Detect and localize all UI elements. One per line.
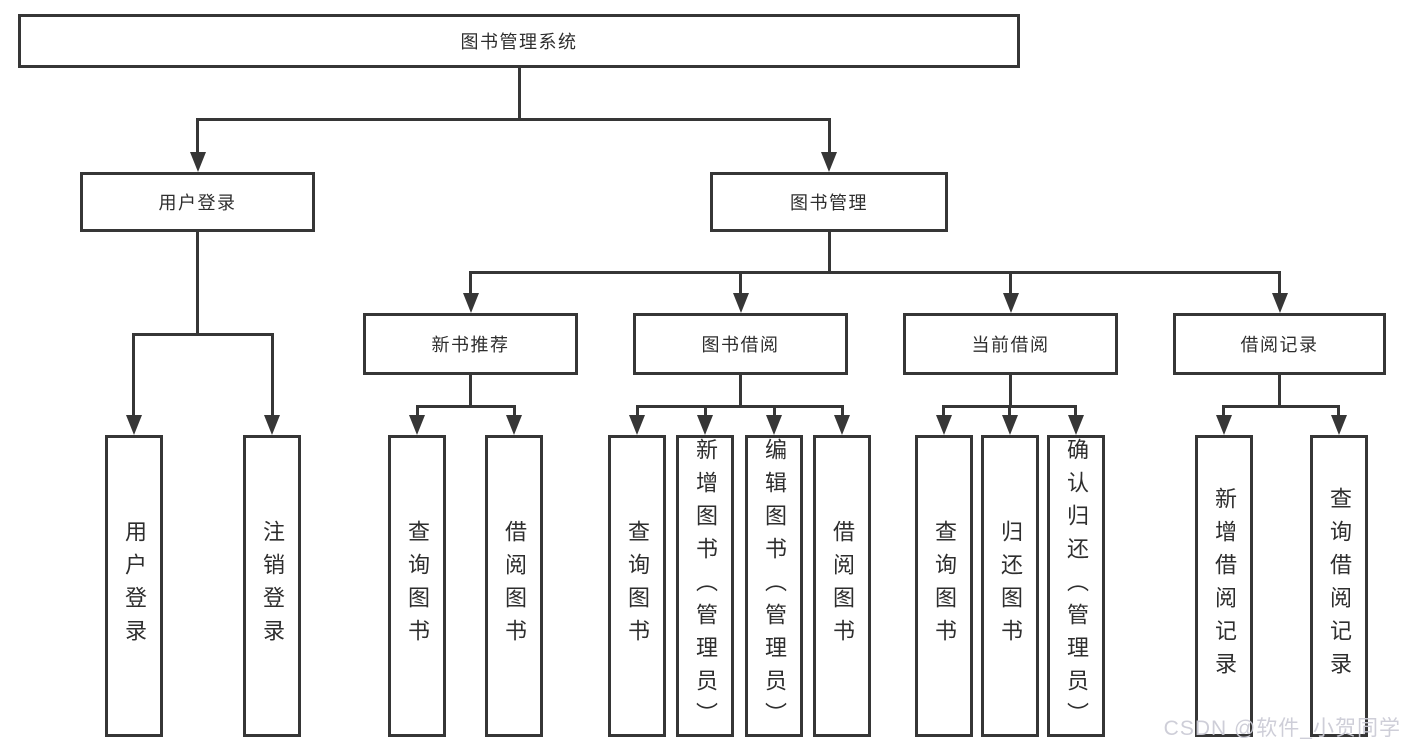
leaf-query-books-current-label: 查询图书 xyxy=(932,520,957,652)
connector-line xyxy=(1008,405,1011,418)
node-user-login: 用户登录 xyxy=(80,172,315,232)
leaf-edit-books-admin: 编辑图书（管理员） xyxy=(745,435,803,737)
connector-line xyxy=(636,405,844,408)
arrowhead-down-icon xyxy=(1003,293,1019,313)
arrowhead-down-icon xyxy=(1002,415,1018,435)
leaf-query-books-current: 查询图书 xyxy=(915,435,973,737)
arrowhead-down-icon xyxy=(821,152,837,172)
leaf-query-books-recommend: 查询图书 xyxy=(388,435,446,737)
leaf-borrow-books-recommend: 借阅图书 xyxy=(485,435,543,737)
connector-line xyxy=(1337,405,1340,418)
arrowhead-down-icon xyxy=(506,415,522,435)
node-book-management: 图书管理 xyxy=(710,172,948,232)
connector-line xyxy=(416,405,516,408)
node-borrow-records: 借阅记录 xyxy=(1173,313,1386,375)
arrowhead-down-icon xyxy=(1272,293,1288,313)
arrowhead-down-icon xyxy=(733,293,749,313)
leaf-add-books-admin-label: 新增图书（管理员） xyxy=(693,438,718,735)
connector-line xyxy=(636,405,639,418)
arrowhead-down-icon xyxy=(629,415,645,435)
connector-line xyxy=(739,271,742,295)
connector-line xyxy=(828,118,831,154)
connector-line xyxy=(1278,271,1281,295)
leaf-user-login: 用户登录 xyxy=(105,435,163,737)
connector-line xyxy=(196,118,199,154)
node-book-management-label: 图书管理 xyxy=(790,193,868,213)
node-borrow-records-label: 借阅记录 xyxy=(1240,335,1319,355)
leaf-query-borrow-record: 查询借阅记录 xyxy=(1310,435,1368,737)
connector-line xyxy=(1222,405,1225,418)
arrowhead-down-icon xyxy=(1216,415,1232,435)
leaf-user-login-label: 用户登录 xyxy=(122,520,147,652)
arrowhead-down-icon xyxy=(1331,415,1347,435)
connector-line xyxy=(942,405,945,418)
leaf-add-borrow-record-label: 新增借阅记录 xyxy=(1212,487,1237,685)
connector-line xyxy=(773,405,776,418)
connector-line xyxy=(196,118,831,121)
connector-line xyxy=(469,375,472,408)
arrowhead-down-icon xyxy=(409,415,425,435)
leaf-query-borrow-record-label: 查询借阅记录 xyxy=(1327,487,1352,685)
leaf-return-books: 归还图书 xyxy=(981,435,1039,737)
node-current-borrow-label: 当前借阅 xyxy=(971,335,1050,355)
arrowhead-down-icon xyxy=(834,415,850,435)
node-new-book-recommend: 新书推荐 xyxy=(363,313,578,375)
connector-line xyxy=(271,333,274,417)
arrowhead-down-icon xyxy=(1068,415,1084,435)
leaf-borrow-books: 借阅图书 xyxy=(813,435,871,737)
leaf-return-books-label: 归还图书 xyxy=(998,520,1023,652)
arrowhead-down-icon xyxy=(264,415,280,435)
connector-line xyxy=(704,405,707,418)
arrowhead-down-icon xyxy=(463,293,479,313)
leaf-query-books-borrow-label: 查询图书 xyxy=(625,520,650,652)
connector-line xyxy=(1278,375,1281,408)
leaf-query-books-recommend-label: 查询图书 xyxy=(405,520,430,652)
connector-line xyxy=(1074,405,1077,418)
node-current-borrow: 当前借阅 xyxy=(903,313,1118,375)
connector-line xyxy=(132,333,273,336)
watermark: CSDN @软件_小贺同学 xyxy=(1163,717,1401,740)
leaf-logout: 注销登录 xyxy=(243,435,301,737)
leaf-add-books-admin: 新增图书（管理员） xyxy=(676,435,734,737)
node-root-label: 图书管理系统 xyxy=(460,32,578,52)
node-book-borrow: 图书借阅 xyxy=(633,313,848,375)
arrowhead-down-icon xyxy=(936,415,952,435)
connector-line xyxy=(518,68,521,120)
connector-line xyxy=(513,405,516,418)
connector-line xyxy=(469,271,472,295)
leaf-borrow-books-label: 借阅图书 xyxy=(830,520,855,652)
node-new-book-recommend-label: 新书推荐 xyxy=(431,335,510,355)
leaf-logout-label: 注销登录 xyxy=(260,520,285,652)
leaf-add-borrow-record: 新增借阅记录 xyxy=(1195,435,1253,737)
connector-line xyxy=(132,333,135,417)
leaf-confirm-return-admin-label: 确认归还（管理员） xyxy=(1064,438,1089,735)
connector-line xyxy=(196,232,199,336)
leaf-edit-books-admin-label: 编辑图书（管理员） xyxy=(762,438,787,735)
connector-line xyxy=(841,405,844,418)
leaf-borrow-books-recommend-label: 借阅图书 xyxy=(502,520,527,652)
connector-line xyxy=(1009,375,1012,408)
connector-line xyxy=(739,375,742,408)
connector-line xyxy=(1009,271,1012,295)
connector-line xyxy=(469,271,1281,274)
node-root: 图书管理系统 xyxy=(18,14,1020,68)
leaf-query-books-borrow: 查询图书 xyxy=(608,435,666,737)
node-user-login-label: 用户登录 xyxy=(158,193,237,213)
arrowhead-down-icon xyxy=(190,152,206,172)
connector-line xyxy=(828,232,831,274)
leaf-confirm-return-admin: 确认归还（管理员） xyxy=(1047,435,1105,737)
connector-line xyxy=(416,405,419,418)
node-book-borrow-label: 图书借阅 xyxy=(701,335,780,355)
arrowhead-down-icon xyxy=(126,415,142,435)
connector-line xyxy=(1222,405,1340,408)
arrowhead-down-icon xyxy=(697,415,713,435)
arrowhead-down-icon xyxy=(766,415,782,435)
